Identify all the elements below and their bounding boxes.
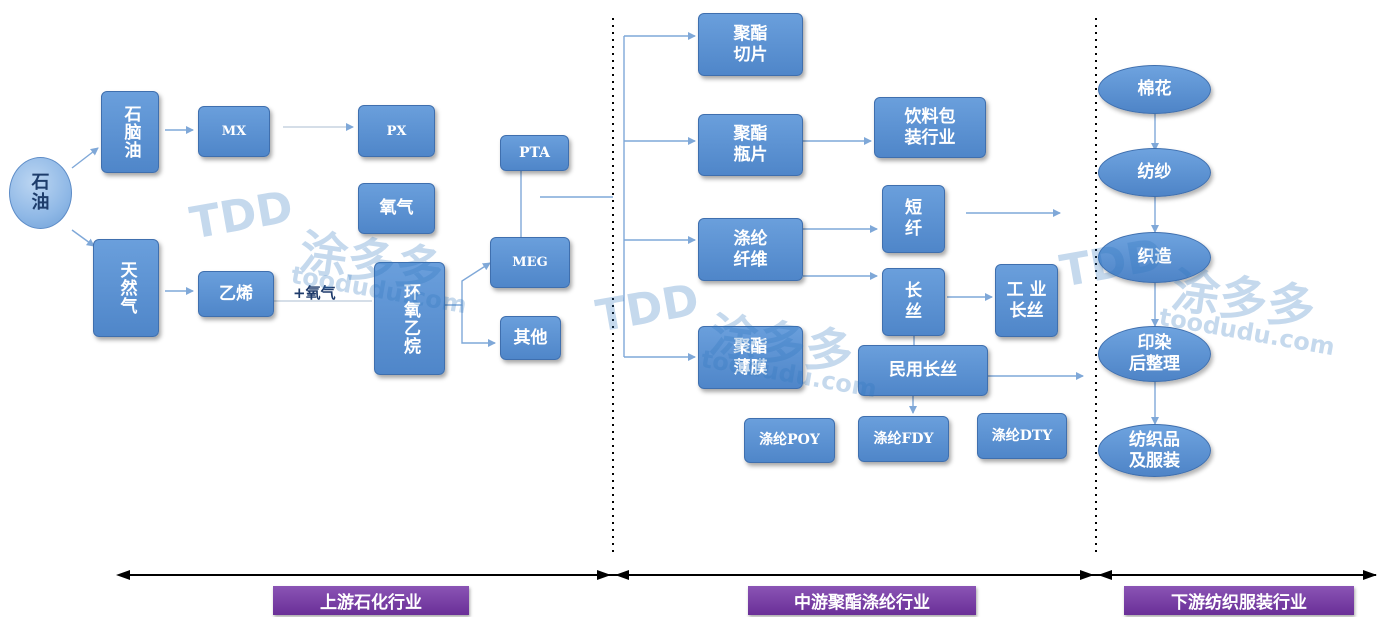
node-mx: MX	[198, 106, 270, 157]
node-meg: MEG	[490, 237, 570, 288]
node-polyester-fiber: 涤纶 纤维	[698, 218, 803, 281]
node-beverage-packaging: 饮料包 装行业	[874, 97, 986, 158]
node-oil: 石 油	[9, 157, 72, 229]
sector-downstream: 下游纺织服装行业	[1124, 586, 1354, 615]
node-filament: 长 丝	[882, 268, 945, 336]
node-weaving: 织造	[1098, 232, 1211, 283]
node-polyester-film: 聚酯 薄膜	[698, 326, 803, 389]
node-naphtha: 石脑油	[101, 91, 159, 173]
node-dyeing-finishing: 印染 后整理	[1098, 326, 1211, 382]
node-ethylene-oxide: 环氧乙烷	[374, 262, 445, 375]
node-px: PX	[358, 105, 435, 157]
node-fdy: 涤纶FDY	[858, 416, 949, 462]
node-pta: PTA	[500, 135, 569, 171]
node-polyester-chip: 聚酯 切片	[698, 13, 803, 76]
node-industrial-filament: 工 业 长丝	[995, 264, 1058, 337]
node-ethylene: 乙烯	[198, 271, 274, 317]
node-poy: 涤纶POY	[744, 418, 835, 463]
node-textiles-apparel: 纺织品 及服装	[1098, 424, 1211, 477]
node-staple-fiber: 短 纤	[882, 185, 945, 253]
node-spinning: 纺纱	[1098, 148, 1211, 197]
node-civil-filament: 民用长丝	[858, 345, 988, 396]
node-oxygen: 氧气	[358, 183, 435, 234]
node-other: 其他	[500, 316, 561, 360]
sector-midstream: 中游聚酯涤纶行业	[748, 586, 976, 615]
node-cotton: 棉花	[1098, 65, 1211, 114]
label-plus-oxygen: +氧气	[293, 284, 336, 302]
sector-upstream: 上游石化行业	[273, 586, 469, 615]
node-dty: 涤纶DTY	[977, 413, 1067, 459]
node-polyester-bottle-chip: 聚酯 瓶片	[698, 114, 803, 176]
node-natural-gas: 天然气	[93, 239, 159, 337]
